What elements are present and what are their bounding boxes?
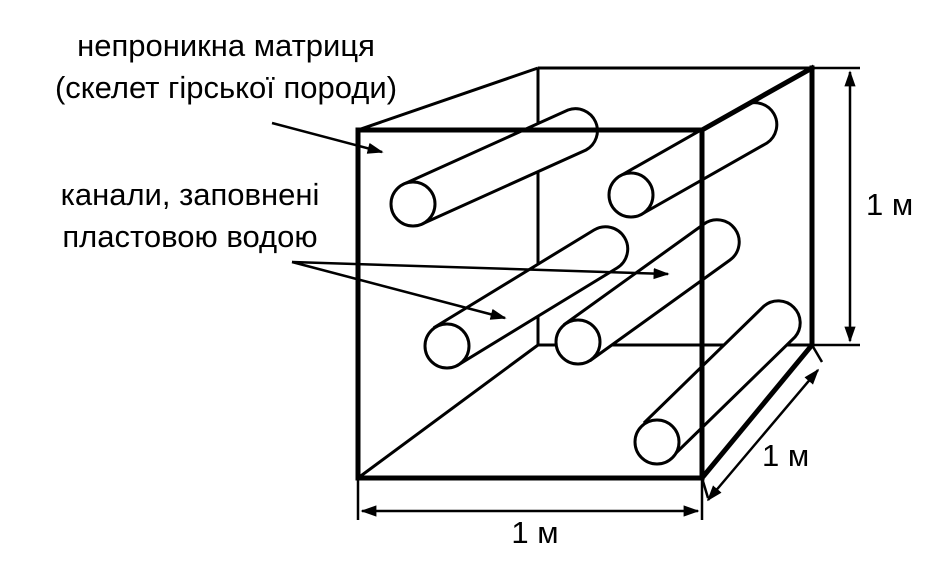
channel-tube	[423, 225, 630, 370]
matrix-label-line1: непроникна матриця	[77, 28, 375, 63]
dimension-width-label: 1 м	[511, 515, 558, 550]
channel-tube	[607, 101, 779, 219]
matrix-label-line2: (скелет гірської породи)	[55, 70, 397, 105]
channel-tube	[554, 218, 741, 366]
leader-arrows	[271, 121, 670, 320]
channels-label-line2: пластовою водою	[62, 219, 317, 254]
channel-tube	[389, 107, 599, 228]
dimension-depth-label: 1 м	[762, 438, 809, 473]
dimension-height	[812, 66, 860, 347]
dimension-height-label: 1 м	[866, 187, 913, 222]
channels-label-line1: канали, заповнені	[61, 177, 320, 212]
dimension-width	[356, 478, 704, 520]
